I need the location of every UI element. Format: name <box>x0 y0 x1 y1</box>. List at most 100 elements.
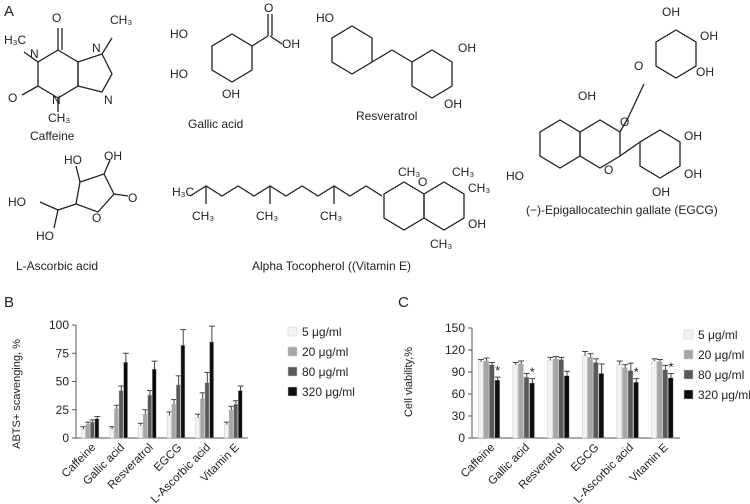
resveratrol-label: Resveratrol <box>356 109 417 123</box>
chart-c-bar <box>582 355 588 439</box>
chart-c-bar <box>494 379 501 439</box>
chart-c-significance-marker: * <box>495 363 500 378</box>
chart-b-bar <box>114 408 119 439</box>
svg-text:O: O <box>92 211 101 225</box>
chart-c-ytick-label: 90 <box>452 365 466 379</box>
chart-b-ytick-label: 50 <box>56 375 70 389</box>
chart-c-bar <box>622 367 628 439</box>
chart-c-legend-label: 20 μg/ml <box>698 348 744 362</box>
chart-c-bar <box>656 361 663 439</box>
svg-text:CH₃: CH₃ <box>110 13 132 27</box>
svg-text:HO: HO <box>506 169 524 183</box>
svg-text:OH: OH <box>468 217 486 231</box>
gallic-acid-structure: O OH HO HO OH <box>170 1 300 101</box>
svg-text:OH: OH <box>700 29 718 43</box>
chart-c-significance-marker: * <box>530 365 535 380</box>
svg-text:N: N <box>104 93 113 107</box>
chart-b-bar <box>80 428 86 439</box>
svg-text:O: O <box>8 91 17 105</box>
egcg-label: (−)-Epigallocatechin gallate (EGCG) <box>526 203 718 217</box>
panel-label-b: B <box>4 294 14 311</box>
chart-b-bar <box>90 421 95 439</box>
ascorbic-acid-structure: HO OH O O HO HO <box>8 149 137 243</box>
svg-text:HO: HO <box>170 27 188 41</box>
chart-b-bar <box>171 403 176 439</box>
chart-c-bar <box>478 361 484 439</box>
chart-b-legend-swatch <box>287 346 298 357</box>
chart-b-bar <box>209 341 214 439</box>
chart-c-category-label: Vitamin E <box>628 441 671 484</box>
svg-text:N: N <box>92 41 101 55</box>
svg-text:N: N <box>30 47 39 61</box>
chart-b-bar <box>118 390 124 439</box>
chart-c-bar <box>668 377 674 439</box>
resveratrol-structure: HO OH OH <box>316 11 476 111</box>
chart-c-ytick-label: 60 <box>452 387 466 401</box>
chart-c-ylabel: Cell viability,% <box>403 347 415 417</box>
chart-b-bar <box>147 394 152 439</box>
svg-text:CH₃: CH₃ <box>48 111 70 125</box>
chart-c-ytick-label: 30 <box>452 409 466 423</box>
chart-c-bar <box>547 360 553 439</box>
chart-b-ytick-label: 100 <box>49 318 69 332</box>
svg-text:CH₃: CH₃ <box>468 181 490 195</box>
chart-c-bar <box>552 358 559 439</box>
svg-text:O: O <box>620 115 629 129</box>
svg-text:OH: OH <box>282 37 300 51</box>
svg-text:OH: OH <box>684 129 702 143</box>
svg-text:HO: HO <box>316 11 334 25</box>
chart-b-bar <box>123 362 128 439</box>
svg-text:H₃C: H₃C <box>4 33 27 47</box>
chart-b-legend-label: 80 μg/ml <box>302 365 348 379</box>
chart-c-bar <box>616 364 623 439</box>
chart-c-bar <box>489 364 495 439</box>
chart-b-ytick-label: 75 <box>56 346 70 360</box>
chart-c-bar <box>529 382 535 439</box>
chart-b-legend-label: 320 μg/ml <box>302 385 355 399</box>
chart-b-bar <box>228 409 234 439</box>
svg-text:H₃C: H₃C <box>172 185 195 199</box>
chart-b-bar <box>138 425 143 439</box>
svg-text:OH: OH <box>652 185 670 199</box>
tocopherol-label: Alpha Tocopherol ((Vitamin E) <box>252 259 411 273</box>
chart-b-legend-label: 5 μg/ml <box>302 325 342 339</box>
svg-text:O: O <box>52 11 61 25</box>
chart-c-bar <box>483 360 489 439</box>
chart-c-bar <box>564 375 570 439</box>
svg-text:CH₃: CH₃ <box>398 165 420 179</box>
chart-b-legend-swatch <box>287 386 298 397</box>
chart-c-bar <box>627 370 634 439</box>
chart-b-bar <box>152 368 157 439</box>
chart-b-bar <box>176 384 181 439</box>
svg-text:HO: HO <box>36 229 54 243</box>
chart-c-bar <box>598 373 605 439</box>
chart-b-ytick-label: 0 <box>62 431 69 445</box>
chart-b-bar <box>238 390 243 439</box>
svg-text:O: O <box>264 1 273 15</box>
chart-c: Cell viability,% 0306090120150*Caffeine*… <box>403 321 750 504</box>
chart-b-bar <box>224 424 229 439</box>
chart-b-legend-swatch <box>287 366 298 377</box>
svg-text:O: O <box>634 59 643 73</box>
chart-b-ylabel: ABTS+ scavenging, % <box>11 339 23 449</box>
chart-c-legend-swatch <box>683 389 694 400</box>
svg-text:O: O <box>604 163 613 177</box>
chart-c-ytick-label: 120 <box>445 343 465 357</box>
chart-c-bar <box>651 360 657 439</box>
chart-c-bar <box>593 362 599 439</box>
chart-b: ABTS+ scavenging, % 0255075100CaffeineGa… <box>11 318 355 504</box>
chart-b-bar <box>180 345 186 439</box>
chart-c-category-label: L-Ascorbic acid <box>572 442 636 504</box>
svg-text:HO: HO <box>170 67 188 81</box>
gallic-acid-label: Gallic acid <box>188 117 243 131</box>
chart-c-ytick-label: 0 <box>458 431 465 445</box>
chart-b-bar <box>85 424 90 439</box>
svg-text:OH: OH <box>684 167 702 181</box>
svg-text:HO: HO <box>8 195 26 209</box>
chart-c-legend-label: 320 μg/ml <box>698 388 750 402</box>
chart-b-bar <box>200 398 205 439</box>
panel-label-c: C <box>398 294 409 311</box>
chart-c-bar <box>587 357 593 439</box>
tocopherol-structure: H₃C CH₃ CH₃ CH₃ CH₃ O CH₃ CH₃ OH CH₃ <box>172 165 490 251</box>
